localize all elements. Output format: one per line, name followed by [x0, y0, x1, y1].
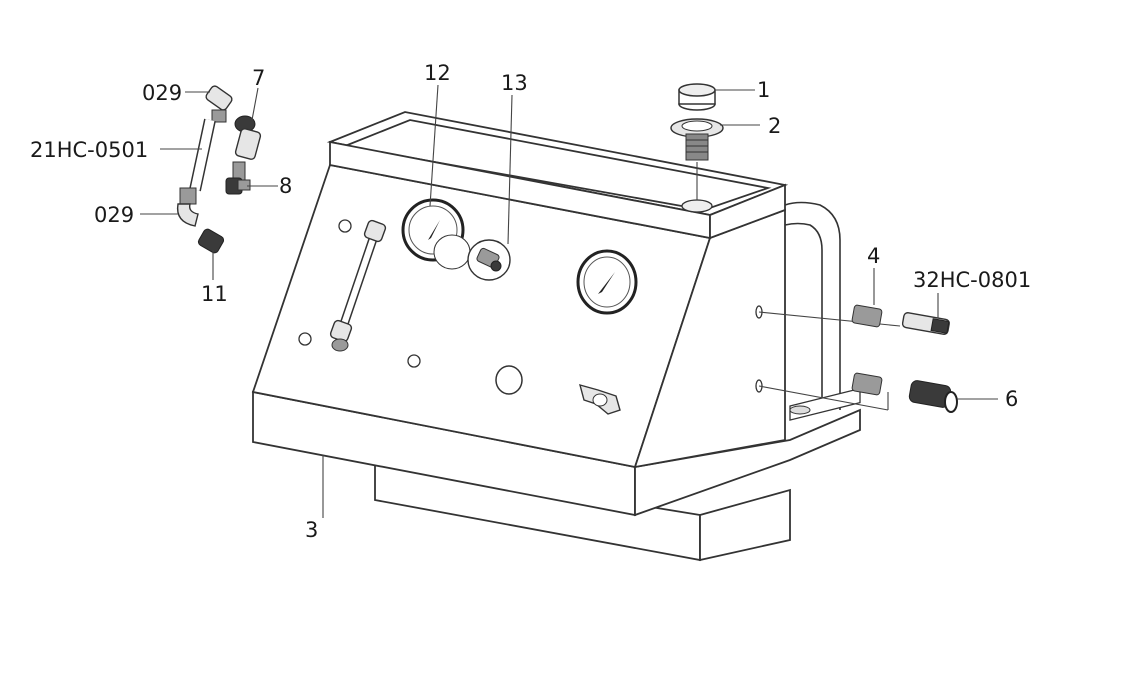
callout-4: 4	[867, 244, 880, 268]
filler-hole	[681, 199, 713, 213]
pressure-gauge-right	[576, 249, 638, 315]
callout-11: 11	[201, 282, 228, 306]
panel-hole-large	[495, 365, 523, 395]
callout-8: 8	[279, 174, 292, 198]
pipe-base-hole	[789, 405, 811, 415]
callout-1: 1	[757, 78, 770, 102]
leader-lines	[140, 84, 998, 518]
hose-assembly	[176, 85, 262, 254]
cabinet-base-side	[634, 408, 861, 517]
cabinet-tray-side-lip	[709, 183, 786, 240]
callout-029-top: 029	[142, 81, 182, 105]
sight-glass-tube	[329, 219, 387, 352]
cabinet-top-tray-inner	[341, 119, 772, 211]
front-panel-features	[298, 198, 638, 415]
callout-7: 7	[252, 66, 265, 90]
callout-3: 3	[305, 518, 318, 542]
side-fittings	[758, 304, 958, 413]
callout-6: 6	[1005, 387, 1018, 411]
panel-hole-2	[298, 332, 312, 346]
fitting-13	[467, 239, 511, 281]
callout-12: 12	[424, 61, 451, 85]
callout-029-bottom: 029	[94, 203, 134, 227]
wing-valve	[579, 383, 621, 415]
panel-hole-1	[338, 219, 352, 233]
pressure-gauge-12	[401, 198, 471, 270]
callout-21HC-0501: 21HC-0501	[30, 138, 148, 162]
return-pipe	[784, 201, 841, 412]
cabinet-lower-box-side	[699, 488, 791, 562]
callout-13: 13	[501, 71, 528, 95]
callout-labels: 1 2 3 4 6 7 8 11 12 13 029 029 21HC-0501…	[30, 61, 1031, 542]
callout-32HC-0801: 32HC-0801	[913, 268, 1031, 292]
filler-cap-assembly	[670, 83, 724, 200]
callout-2: 2	[768, 114, 781, 138]
panel-hole-3	[407, 354, 421, 368]
